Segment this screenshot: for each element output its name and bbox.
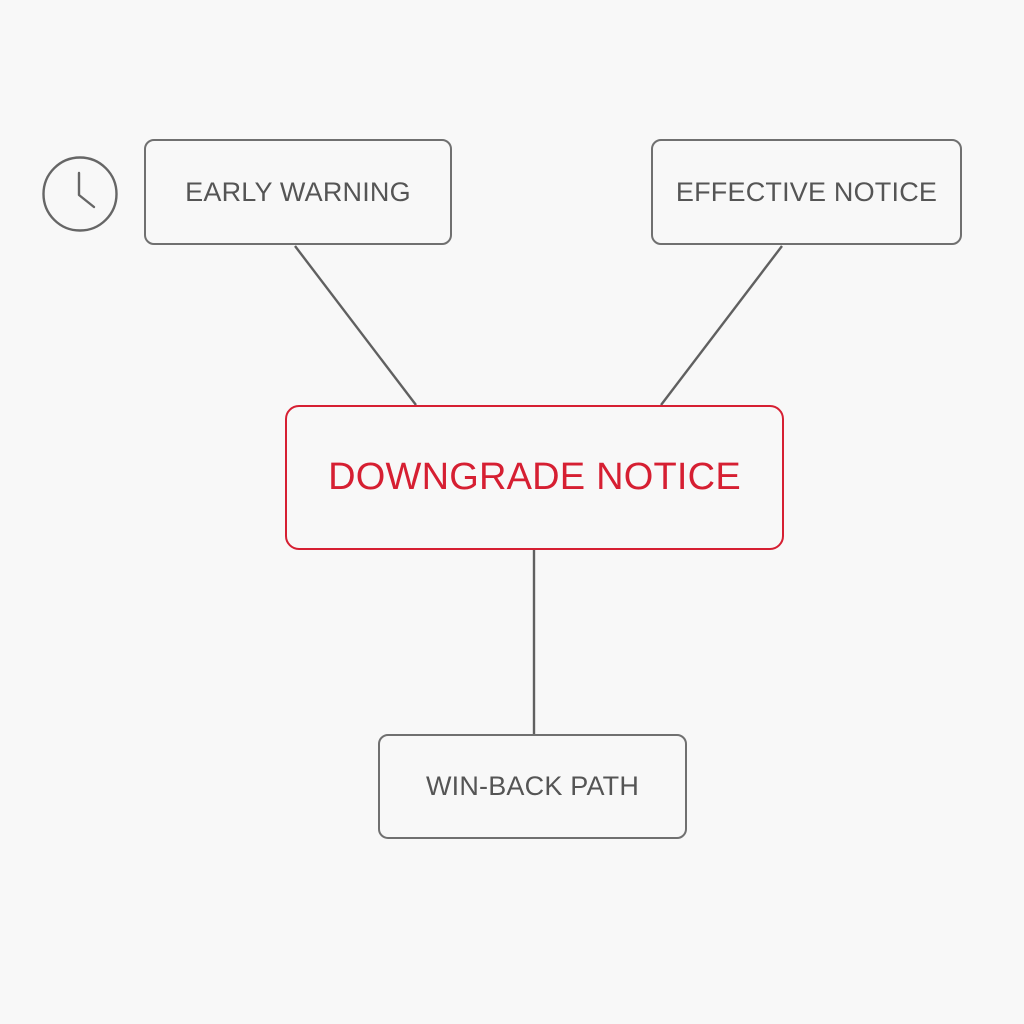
downgrade-notice-node[interactable]: DOWNGRADE NOTICE: [285, 405, 784, 550]
early-warning-label: EARLY WARNING: [185, 176, 411, 207]
win-back-path-label: WIN-BACK PATH: [425, 771, 640, 801]
effective-notice-node[interactable]: EFFECTIVE NOTICE: [651, 139, 962, 245]
downgrade-notice-label: DOWNGRADE NOTICE: [328, 456, 741, 498]
connector-early-to-downgrade: [294, 245, 417, 406]
clock-icon: [42, 156, 118, 232]
connector-effective-to-downgrade: [660, 245, 783, 406]
effective-notice-label: EFFECTIVE NOTICE: [675, 176, 938, 207]
early-warning-node[interactable]: EARLY WARNING: [144, 139, 452, 245]
win-back-path-node[interactable]: WIN-BACK PATH: [378, 734, 687, 839]
